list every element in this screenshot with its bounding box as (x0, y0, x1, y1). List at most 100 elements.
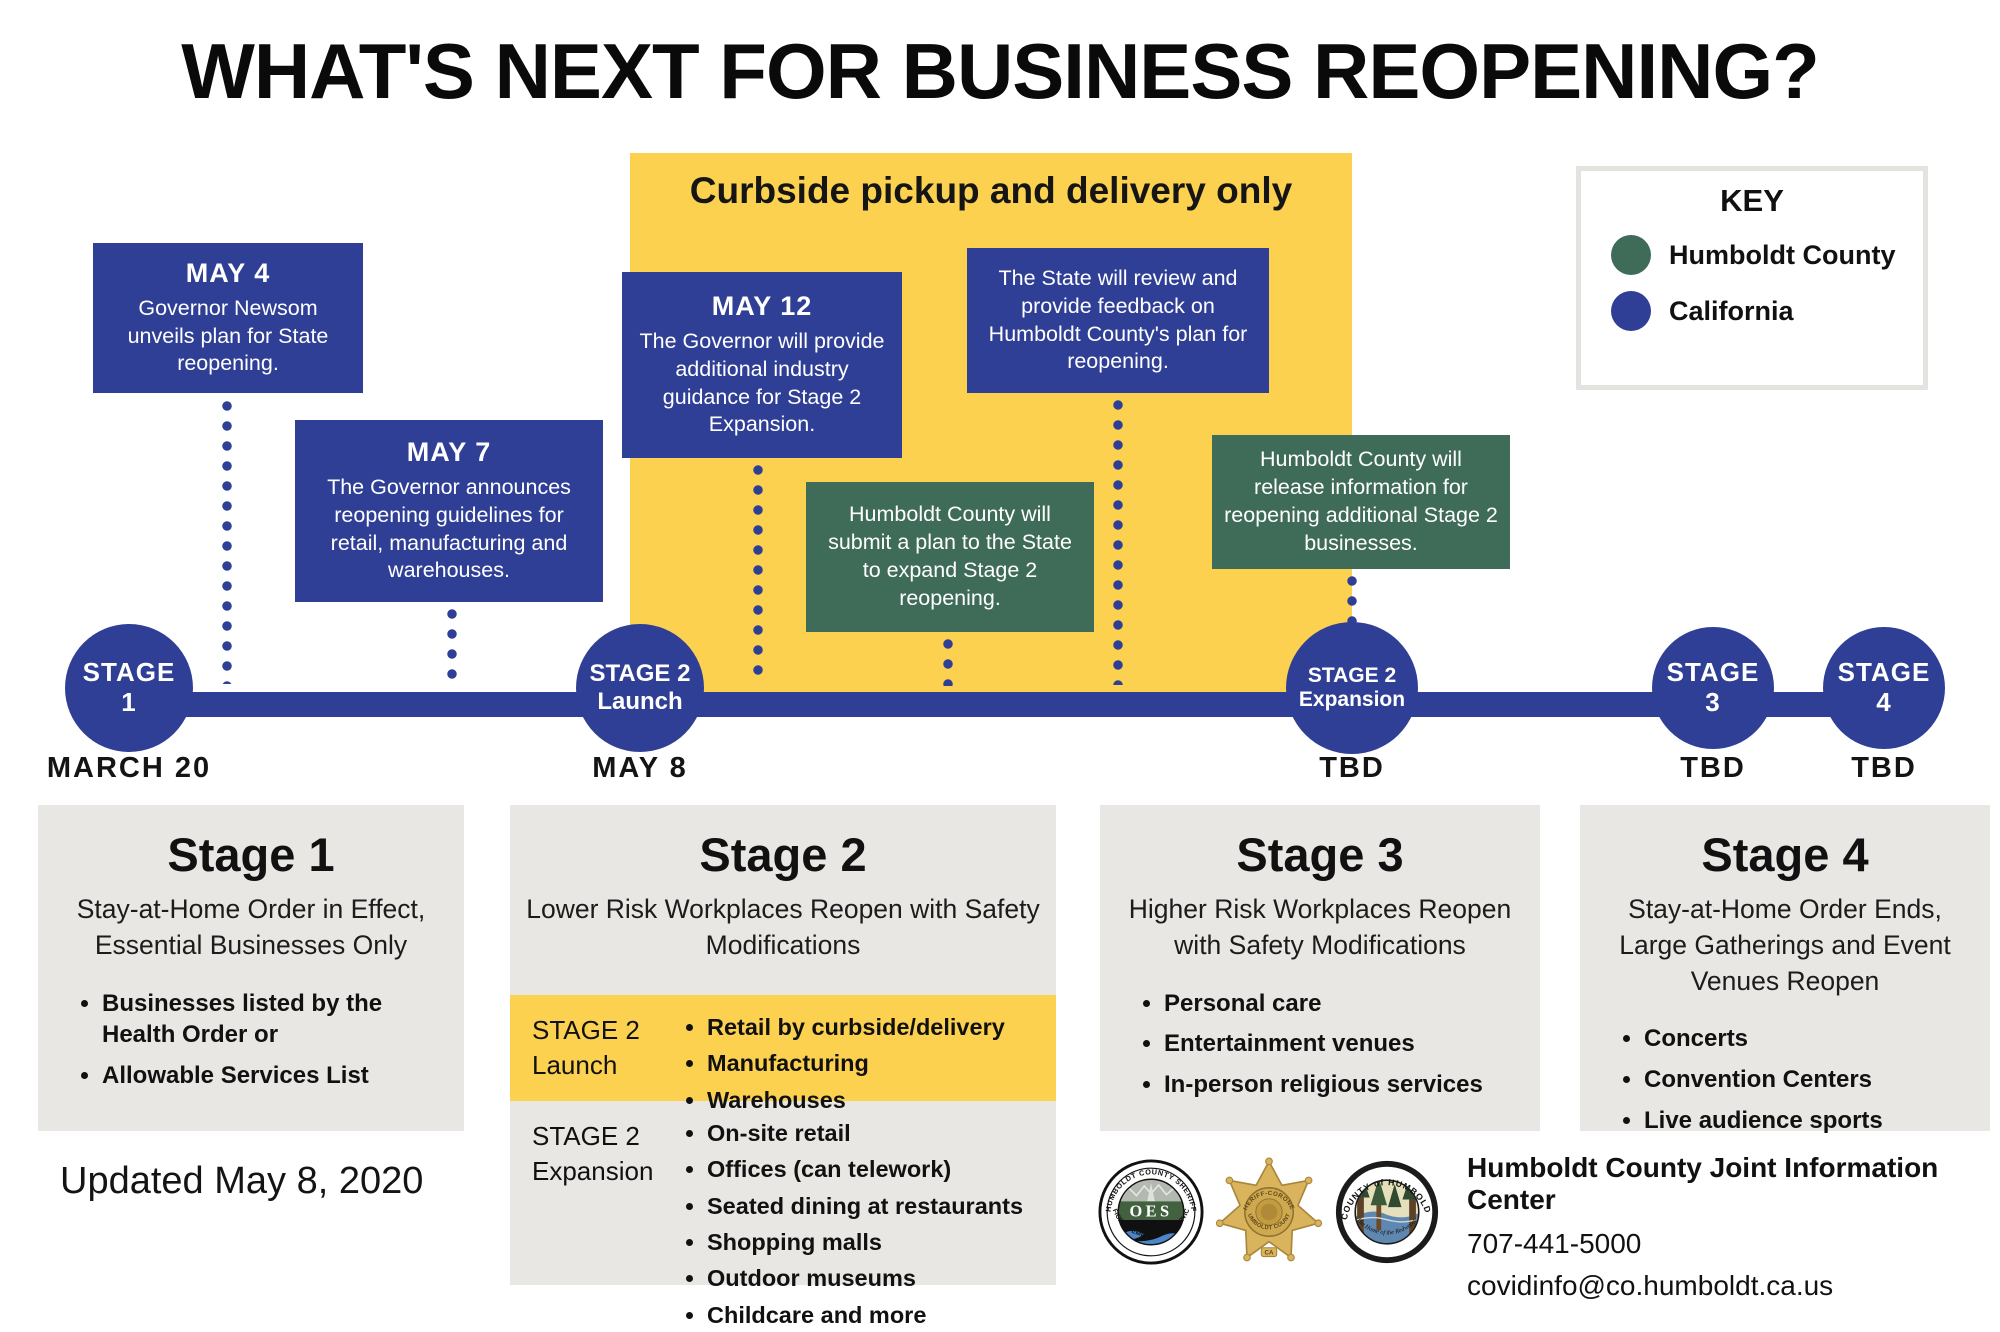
node-label-line2: Launch (597, 688, 683, 715)
stage-2-launch-row: STAGE 2 Launch Retail by curbside/delive… (510, 995, 1056, 1113)
legend-item-california: California (1611, 291, 1923, 331)
california-color-swatch-icon (1611, 291, 1651, 331)
legend-label: California (1669, 295, 1794, 326)
node-label-line1: STAGE (1837, 657, 1931, 688)
stage-3-subtitle: Higher Risk Workplaces Reopen with Safet… (1128, 894, 1512, 960)
legend-label: Humboldt County (1669, 239, 1896, 270)
dotted-connector-may4 (222, 396, 232, 684)
node-label-line2: Expansion (1298, 688, 1406, 711)
callout-may7: MAY 7 The Governor announces reopening g… (295, 420, 603, 602)
bullet-item: Personal care (1164, 988, 1534, 1020)
dotted-connector-county-submit (943, 634, 953, 686)
timeline-date-stage-2-expansion: TBD (1319, 752, 1385, 784)
timeline-date-stage-4: TBD (1851, 752, 1917, 784)
stage-4-panel: Stage 4 Stay-at-Home Order Ends, Large G… (1580, 805, 1990, 1134)
curbside-heading: Curbside pickup and delivery only (689, 170, 1293, 211)
label-line1: STAGE 2 (532, 1121, 640, 1151)
bullet-item: On-site retail (707, 1117, 1023, 1150)
bullet-item: Entertainment venues (1164, 1028, 1534, 1060)
callout-text: Humboldt County will release information… (1224, 447, 1498, 555)
stage-2-launch-bullets: Retail by curbside/delivery Manufacturin… (677, 1007, 1005, 1113)
bullet-item: Convention Centers (1644, 1064, 1984, 1096)
callout-state-review: The State will review and provide feedba… (967, 248, 1269, 393)
humboldt-county-color-swatch-icon (1611, 235, 1651, 275)
bullet-item: Shopping malls (707, 1226, 1023, 1259)
node-label-line1: STAGE 2 (589, 660, 691, 688)
node-label-line2: 4 (1876, 687, 1892, 717)
stage-3-bullets: Personal care Entertainment venues In-pe… (1100, 988, 1540, 1101)
callout-text: Governor Newsom unveils plan for State r… (127, 295, 329, 376)
label-line2: Expansion (532, 1156, 654, 1187)
stage-2-launch-label: STAGE 2 Launch (532, 1007, 677, 1093)
callout-may4: MAY 4 Governor Newsom unveils plan for S… (93, 243, 363, 393)
dotted-connector-state-review (1113, 395, 1123, 685)
timeline-node-stage-2-expansion: STAGE 2 Expansion (1286, 622, 1418, 754)
bullet-item: Offices (can telework) (707, 1153, 1023, 1186)
bullet-item: Live audience sports (1644, 1105, 1984, 1137)
bullet-item: Concerts (1644, 1023, 1984, 1055)
callout-county-release: Humboldt County will release information… (1212, 435, 1510, 569)
timeline-date-stage-1: MARCH 20 (46, 752, 212, 784)
stage-2-header: Stage 2 Lower Risk Workplaces Reopen wit… (510, 827, 1056, 995)
stage-3-title: Stage 3 (1236, 828, 1404, 881)
node-label-line1: STAGE (1666, 657, 1760, 688)
star-state-text: CA (1265, 1250, 1274, 1257)
callout-may12: MAY 12 The Governor will provide additio… (622, 272, 902, 458)
timeline-node-stage-1: STAGE 1 (65, 624, 193, 752)
bullet-item: Businesses listed by the Health Order or (102, 988, 458, 1051)
contact-email: covidinfo@co.humboldt.ca.us (1467, 1270, 1834, 1301)
dotted-connector-may7 (447, 604, 457, 684)
callout-text: The Governor will provide additional ind… (639, 328, 885, 437)
bullet-item: In-person religious services (1164, 1069, 1534, 1101)
label-line2: Launch (532, 1050, 618, 1081)
label-line1: STAGE 2 (532, 1015, 640, 1045)
callout-text: The State will review and provide feedba… (988, 265, 1248, 374)
legend-item-humboldt: Humboldt County (1611, 235, 1923, 275)
page-title: WHAT'S NEXT FOR BUSINESS REOPENING? (181, 27, 1820, 115)
bullet-item: Seated dining at restaurants (707, 1190, 1023, 1223)
timeline-date-stage-3: TBD (1680, 752, 1746, 784)
updated-date-text: Updated May 8, 2020 (60, 1160, 424, 1202)
legend-title: KEY (1720, 183, 1784, 218)
timeline-date-stage-2-launch: MAY 8 (592, 752, 688, 784)
callout-date: MAY 4 (185, 257, 271, 288)
dotted-connector-may12 (753, 460, 763, 684)
timeline-bar (129, 692, 1884, 717)
node-label-line1: STAGE 2 (1307, 663, 1397, 687)
contact-phone: 707-441-5000 (1467, 1228, 1642, 1259)
node-label-line1: STAGE (82, 657, 176, 688)
sheriff-oes-logo-icon: OES HUMBOLDT COUNTY SHERIFF OFFICE OF EM… (1098, 1159, 1204, 1265)
oes-center-text: OES (1130, 1201, 1173, 1220)
stage-4-title: Stage 4 (1701, 828, 1869, 881)
stage-1-bullets: Businesses listed by the Health Order or… (38, 988, 464, 1092)
stage-2-subtitle: Lower Risk Workplaces Reopen with Safety… (526, 894, 1040, 960)
bullet-item: Manufacturing (707, 1047, 1005, 1080)
timeline-node-stage-3: STAGE 3 (1652, 627, 1774, 749)
stage-1-title: Stage 1 (167, 828, 335, 881)
bullet-item: Allowable Services List (102, 1060, 458, 1092)
callout-county-submit: Humboldt County will submit a plan to th… (806, 482, 1094, 632)
legend-key-box: KEY Humboldt County California (1576, 166, 1928, 390)
node-label-line2: 1 (121, 687, 137, 717)
bullet-item: Retail by curbside/delivery (707, 1011, 1005, 1044)
callout-date: MAY 7 (406, 436, 492, 467)
contact-block: Humboldt County Joint Information Center… (1467, 1152, 2000, 1302)
county-of-humboldt-seal-icon: COUNTY of HUMBOLDT The Home of the Redwo… (1334, 1159, 1439, 1264)
stage-3-panel: Stage 3 Higher Risk Workplaces Reopen wi… (1100, 805, 1540, 1131)
stage-4-subtitle: Stay-at-Home Order Ends, Large Gathering… (1619, 894, 1951, 996)
timeline-node-stage-2-launch: STAGE 2 Launch (576, 624, 704, 752)
footer-logos: OES HUMBOLDT COUNTY SHERIFF OFFICE OF EM… (1098, 1146, 1448, 1278)
contact-org-name: Humboldt County Joint Information Center (1467, 1152, 1939, 1215)
callout-text: Humboldt County will submit a plan to th… (828, 502, 1072, 610)
dotted-connector-county-release (1347, 571, 1357, 623)
sheriff-coroner-star-logo-icon: SHERIFF-CORONER HUMBOLDT COUNTY CA (1214, 1154, 1323, 1262)
stage-1-panel: Stage 1 Stay-at-Home Order in Effect, Es… (38, 805, 464, 1131)
stage-2-panel: Stage 2 Lower Risk Workplaces Reopen wit… (510, 805, 1056, 1328)
stage-2-expansion-bullets: On-site retail Offices (can telework) Se… (677, 1113, 1023, 1328)
callout-text: The Governor announces reopening guideli… (327, 474, 571, 583)
stage-2-title: Stage 2 (699, 828, 867, 881)
callout-date: MAY 12 (711, 290, 813, 321)
stage-2-expansion-row: STAGE 2 Expansion On-site retail Offices… (510, 1101, 1056, 1328)
stage-1-subtitle: Stay-at-Home Order in Effect, Essential … (76, 894, 426, 960)
node-label-line2: 3 (1705, 687, 1721, 717)
